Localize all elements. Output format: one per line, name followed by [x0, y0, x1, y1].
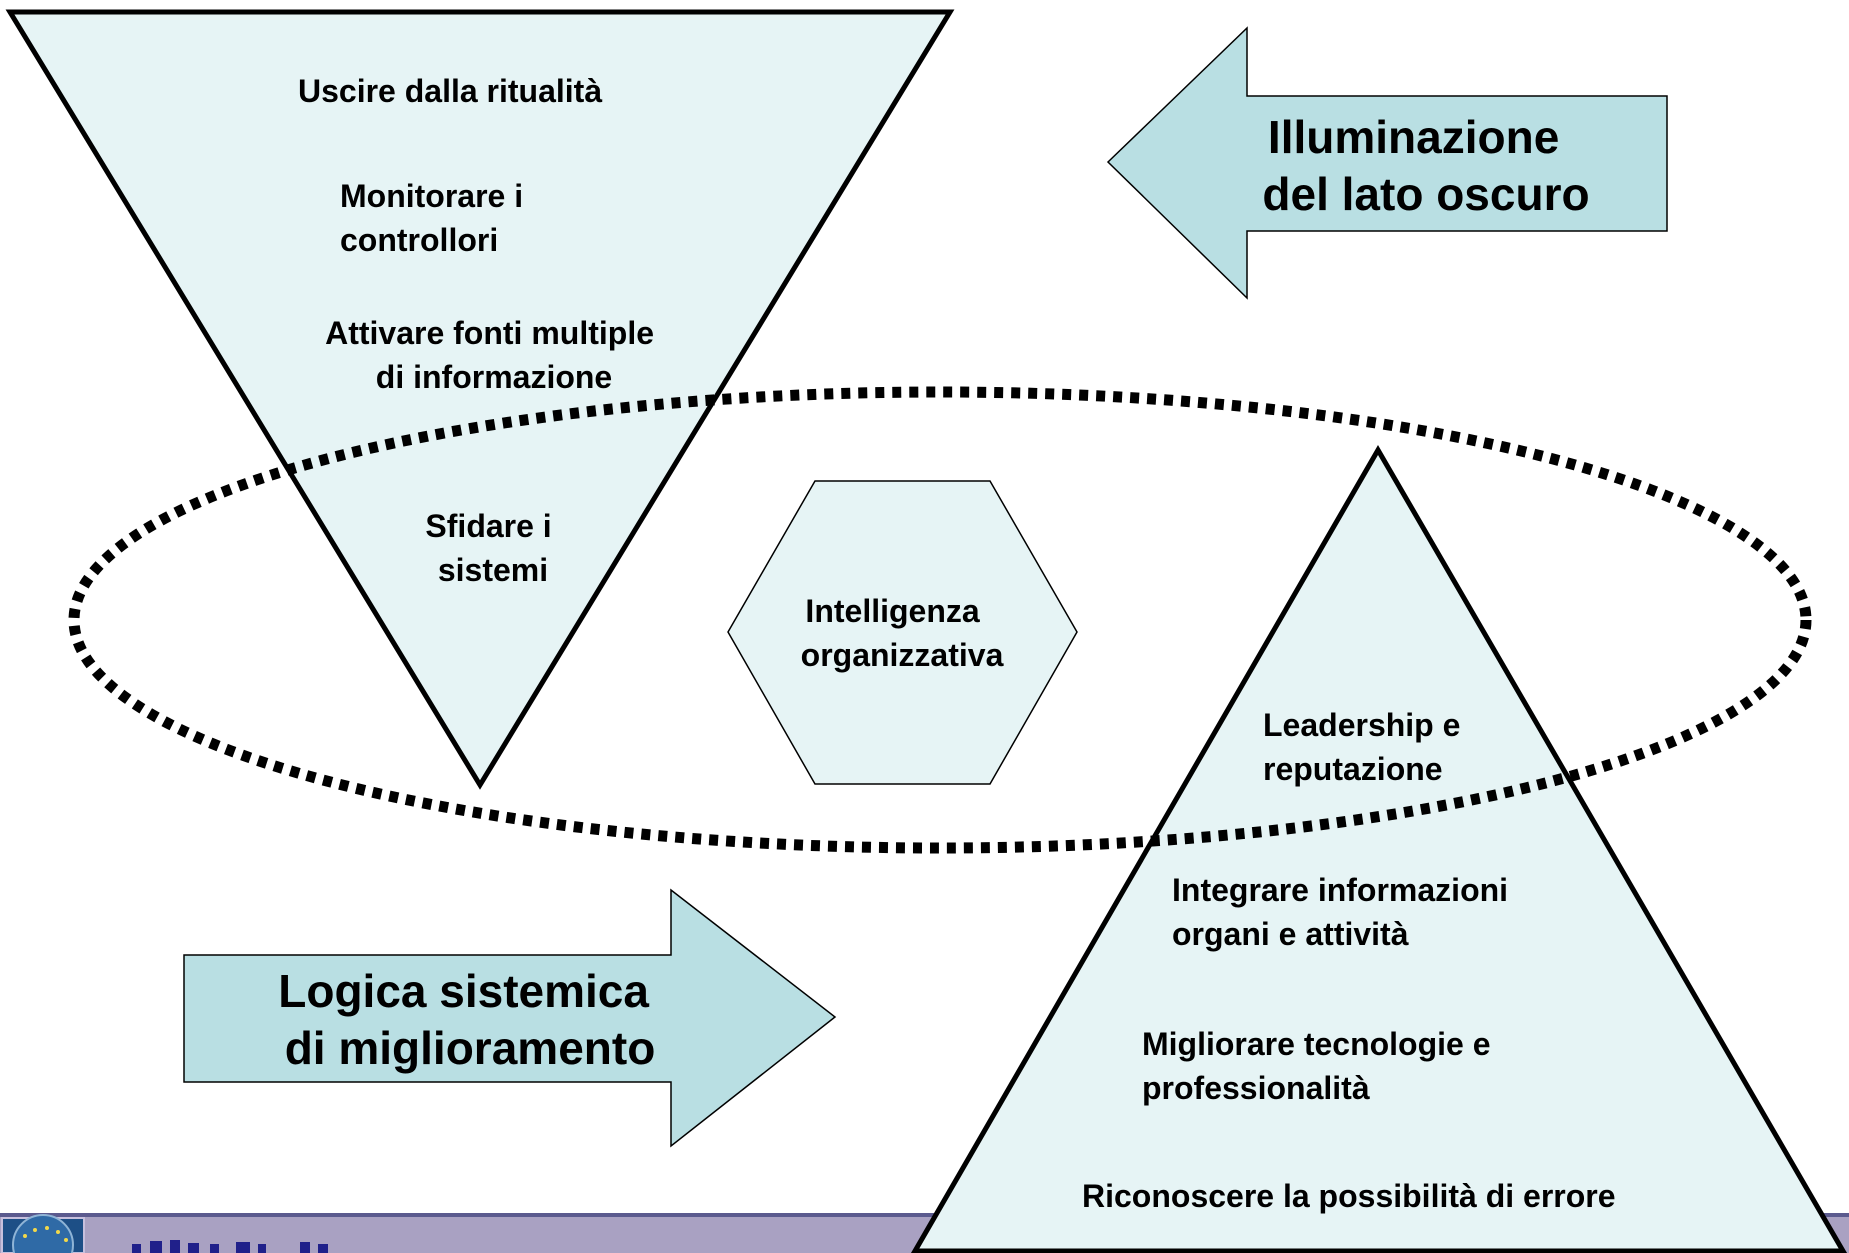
left-arrow	[1106, 26, 1668, 300]
top-item-4: Sfidare i sistemi	[425, 508, 560, 588]
bottom-triangle	[910, 445, 1848, 1253]
top-item-2: Monitorare i controllori	[340, 178, 532, 258]
bottom-item-1: Leadership e reputazione	[1263, 707, 1469, 787]
left-arrow-label: Illuminazione del lato oscuro	[1262, 111, 1589, 220]
right-arrow	[183, 888, 837, 1148]
bottom-item-4: Riconoscere la possibilità di errore	[1082, 1178, 1616, 1214]
footer-text-fragment	[132, 1240, 328, 1253]
footer-line	[0, 1213, 1849, 1217]
top-item-1: Uscire dalla ritualità	[298, 73, 602, 109]
top-triangle	[5, 9, 955, 790]
dotted-ellipse	[68, 386, 1812, 854]
top-item-3: Attivare fonti multiple di informazione	[325, 315, 663, 395]
hexagon-label: Intelligenza organizzativa	[801, 593, 1004, 673]
center-hexagon	[727, 480, 1078, 785]
logo-emblem	[1, 1214, 85, 1253]
right-arrow-label: Logica sistemica di miglioramento	[278, 965, 662, 1074]
bottom-item-3: Migliorare tecnologie e professionalità	[1142, 1026, 1499, 1106]
bottom-item-2: Integrare informazioni organi e attività	[1172, 872, 1517, 952]
